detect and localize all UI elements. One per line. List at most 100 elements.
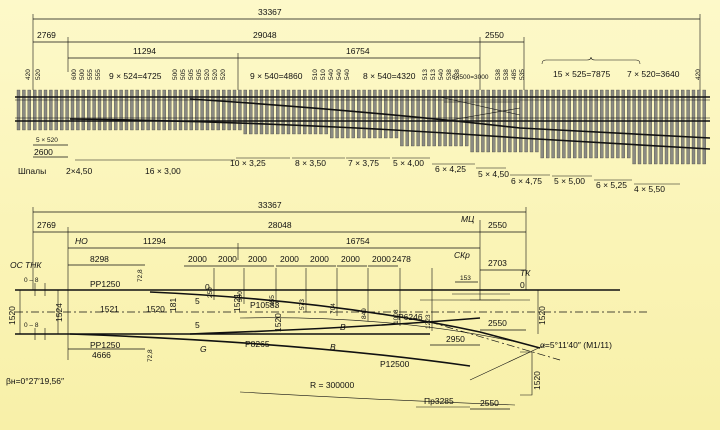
top-dim-29048: 29048 [253, 30, 277, 40]
dim-2478: 2478 [392, 254, 411, 264]
sleeper [200, 89, 204, 131]
sleeper [33, 89, 37, 131]
dim-2600: 2600 [34, 147, 53, 157]
ordinate-value: 350 [237, 291, 244, 302]
sleeper [600, 89, 604, 159]
sleeper-group: 6 × 4,25 [435, 164, 466, 174]
label-r6246: P6246 [398, 312, 423, 322]
top-dim-16754: 16754 [346, 46, 370, 56]
spacing-label: 500 [172, 69, 179, 80]
dim-2703: 2703 [488, 258, 507, 268]
top-rails [15, 96, 711, 150]
dim-1524: 1524 [54, 303, 64, 322]
top-group-6x500: 6×500=3000 [452, 74, 489, 81]
bottom-total-length: 33367 [258, 200, 282, 210]
label-mc: МЦ [461, 214, 474, 224]
sleeper [216, 89, 220, 131]
sleeper [27, 89, 31, 131]
sleeper [605, 89, 609, 159]
sleeper [562, 89, 566, 159]
sleeper-group: 6 × 5,25 [596, 180, 627, 190]
sleeper [308, 89, 312, 135]
sleeper [49, 89, 53, 131]
label-os: ОС [10, 260, 24, 270]
sleeper [108, 89, 112, 131]
label-big-r: R = 300000 [310, 380, 354, 390]
dim-0: 0 [205, 282, 210, 292]
sleeper [211, 89, 215, 131]
sleeper [681, 89, 685, 165]
sleeper-group: 5 × 5,00 [554, 176, 585, 186]
label-tnk: ТНК [25, 260, 42, 270]
spacing-label: 513 [422, 69, 429, 80]
top-dim-11294: 11294 [133, 46, 156, 56]
sleeper-group: 7 × 3,75 [348, 158, 379, 168]
sleeper [637, 89, 642, 165]
sleeper [92, 89, 96, 131]
spacing-label: 535 [519, 69, 526, 80]
spacing-label: 510 [312, 69, 319, 80]
sleeper [664, 89, 669, 165]
ordinate-value: 259 [207, 287, 214, 298]
sleeper [297, 89, 301, 135]
dim-5-a: 5 [195, 296, 200, 306]
ordinate-value: 1008 [393, 309, 400, 324]
sleeper [178, 89, 183, 131]
dim-1521: 1521 [100, 304, 119, 314]
sleeper [546, 89, 550, 159]
sleeper [589, 89, 593, 159]
sleeper [184, 89, 188, 131]
spacing-label: 540 [336, 69, 343, 80]
label-r10583: P10583 [250, 300, 280, 310]
sleeper [691, 89, 696, 165]
sleeper [22, 89, 26, 131]
spacing-label: 520 [212, 69, 219, 80]
sleeper [141, 89, 145, 131]
sleeper [270, 89, 274, 135]
sleeper [675, 89, 679, 165]
label-pr-bot: PP1250 [90, 340, 121, 350]
spacing-label: 505 [180, 69, 187, 80]
dim-1521-v: 1521 [232, 293, 242, 312]
sleeper [87, 89, 91, 131]
sleeper [540, 89, 544, 159]
bottom-dimensions: 33367 2769 28048 2550 МЦ НО 11294 16754 [32, 200, 527, 360]
dim-1520-diag: 1520 [532, 371, 542, 390]
sleeper [643, 89, 647, 165]
sleeper [151, 89, 156, 131]
ordinate-value: 704 [330, 303, 337, 314]
ordinate-step-label: 2000 [310, 254, 329, 264]
dim-181: 181 [168, 298, 178, 312]
spacing-label: 540 [328, 69, 335, 80]
sleeper [319, 89, 323, 135]
label-beta: βн=0°27′19,56″ [6, 376, 64, 386]
bottom-dim-16754: 16754 [346, 236, 370, 246]
ordinate-value: 1223 [425, 314, 432, 329]
dim-1520-right: 1520 [537, 306, 547, 325]
top-group-9x540: 9 × 540=4860 [250, 71, 303, 81]
spacing-label: 485 [511, 69, 518, 80]
sleeper [578, 89, 582, 159]
sleeper [76, 89, 80, 131]
label-skr: СКр [454, 250, 470, 260]
sleeper [594, 89, 598, 159]
sleeper [146, 89, 150, 131]
sleeper [583, 89, 588, 159]
bottom-dim-2769: 2769 [37, 220, 56, 230]
sleeper [357, 89, 361, 139]
sleeper-group: 16 × 3,00 [145, 166, 181, 176]
sleeper [254, 89, 258, 135]
bottom-dim-28048: 28048 [268, 220, 292, 230]
sleeper [43, 89, 48, 131]
sleeper [654, 89, 658, 165]
sleeper [670, 89, 674, 165]
ordinate-value: 455 [269, 295, 276, 306]
sleeper [362, 89, 366, 139]
sleeper [346, 89, 350, 139]
dim-0-8-top: 0 – 8 [24, 277, 39, 284]
dim-0-tk: 0 [520, 280, 525, 290]
sleeper [195, 89, 199, 131]
